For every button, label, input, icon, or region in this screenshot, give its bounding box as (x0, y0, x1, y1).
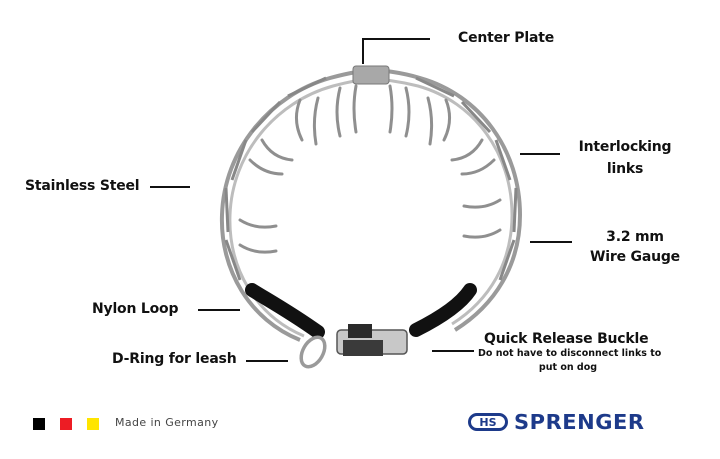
center-plate-leader (362, 38, 364, 64)
brand-name: SPRENGER (514, 410, 645, 434)
interlocking-line2: links (606, 161, 644, 177)
stainless-steel-leader (150, 186, 190, 188)
hs-badge-icon: HS (468, 413, 508, 431)
quick-release-sub-line1: Do not have to disconnect links to (478, 348, 662, 359)
nylon-loop-leader (198, 309, 240, 311)
wire-gauge-line1: 3.2 mm (606, 229, 664, 245)
stainless-steel-label: Stainless Steel (25, 178, 140, 194)
quick-release-sub-line2: put on dog (538, 362, 598, 373)
wire-gauge-label: 3.2 mm Wire Gauge (585, 228, 685, 266)
quick-release-leader (432, 350, 474, 352)
flag-black-swatch (33, 418, 45, 430)
interlocking-leader (520, 153, 560, 155)
sprenger-logo: HS SPRENGER (468, 408, 644, 436)
d-ring-label: D-Ring for leash (112, 351, 237, 367)
interlocking-label: Interlocking links (575, 138, 675, 178)
wire-gauge-leader (530, 241, 572, 243)
wire-gauge-line2: Wire Gauge (590, 249, 680, 265)
nylon-loop-label: Nylon Loop (92, 301, 179, 317)
quick-release-label: Quick Release Buckle (484, 331, 649, 347)
flag-red-swatch (60, 418, 72, 430)
made-in-germany-text: Made in Germany (115, 416, 219, 429)
quick-release-sub: Do not have to disconnect links to put o… (478, 348, 662, 374)
center-plate-label: Center Plate (458, 30, 554, 46)
flag-yellow-swatch (87, 418, 99, 430)
interlocking-line1: Interlocking (578, 139, 672, 155)
d-ring-leader (246, 360, 288, 362)
center-plate-leader-h (362, 38, 430, 40)
